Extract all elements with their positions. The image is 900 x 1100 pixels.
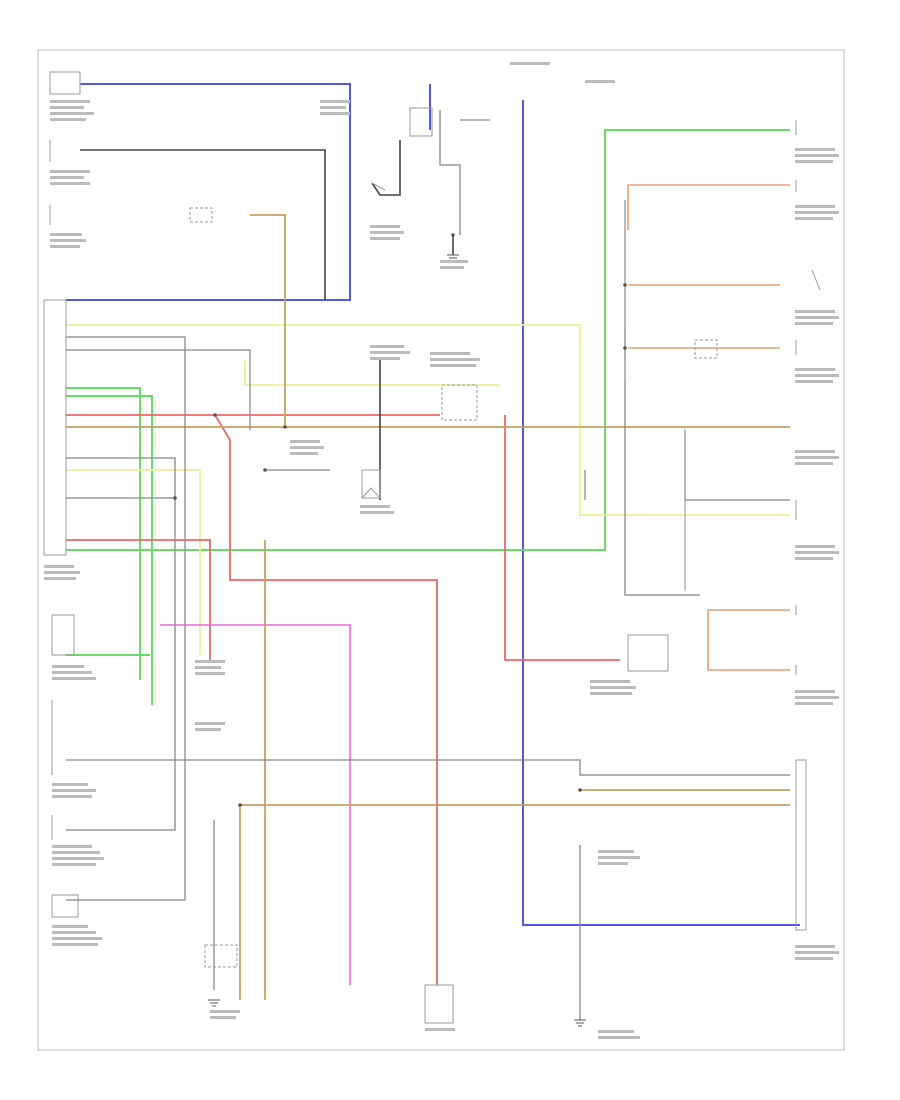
wire-green: [66, 129, 790, 705]
wire-tan: [66, 214, 790, 1000]
wire-pink: [160, 624, 351, 985]
wire-red: [66, 414, 620, 985]
component-labels: [44, 62, 839, 1039]
wire-orange: [627, 184, 790, 671]
wire-gray: [66, 110, 790, 1020]
wire-blue: [66, 83, 800, 926]
left-components: [43, 71, 81, 918]
splice-points: [173, 233, 627, 807]
right-connector: [624, 120, 807, 931]
wire-black: [80, 140, 454, 500]
center-components: [189, 107, 821, 1024]
diagram-frame: [37, 49, 845, 1051]
